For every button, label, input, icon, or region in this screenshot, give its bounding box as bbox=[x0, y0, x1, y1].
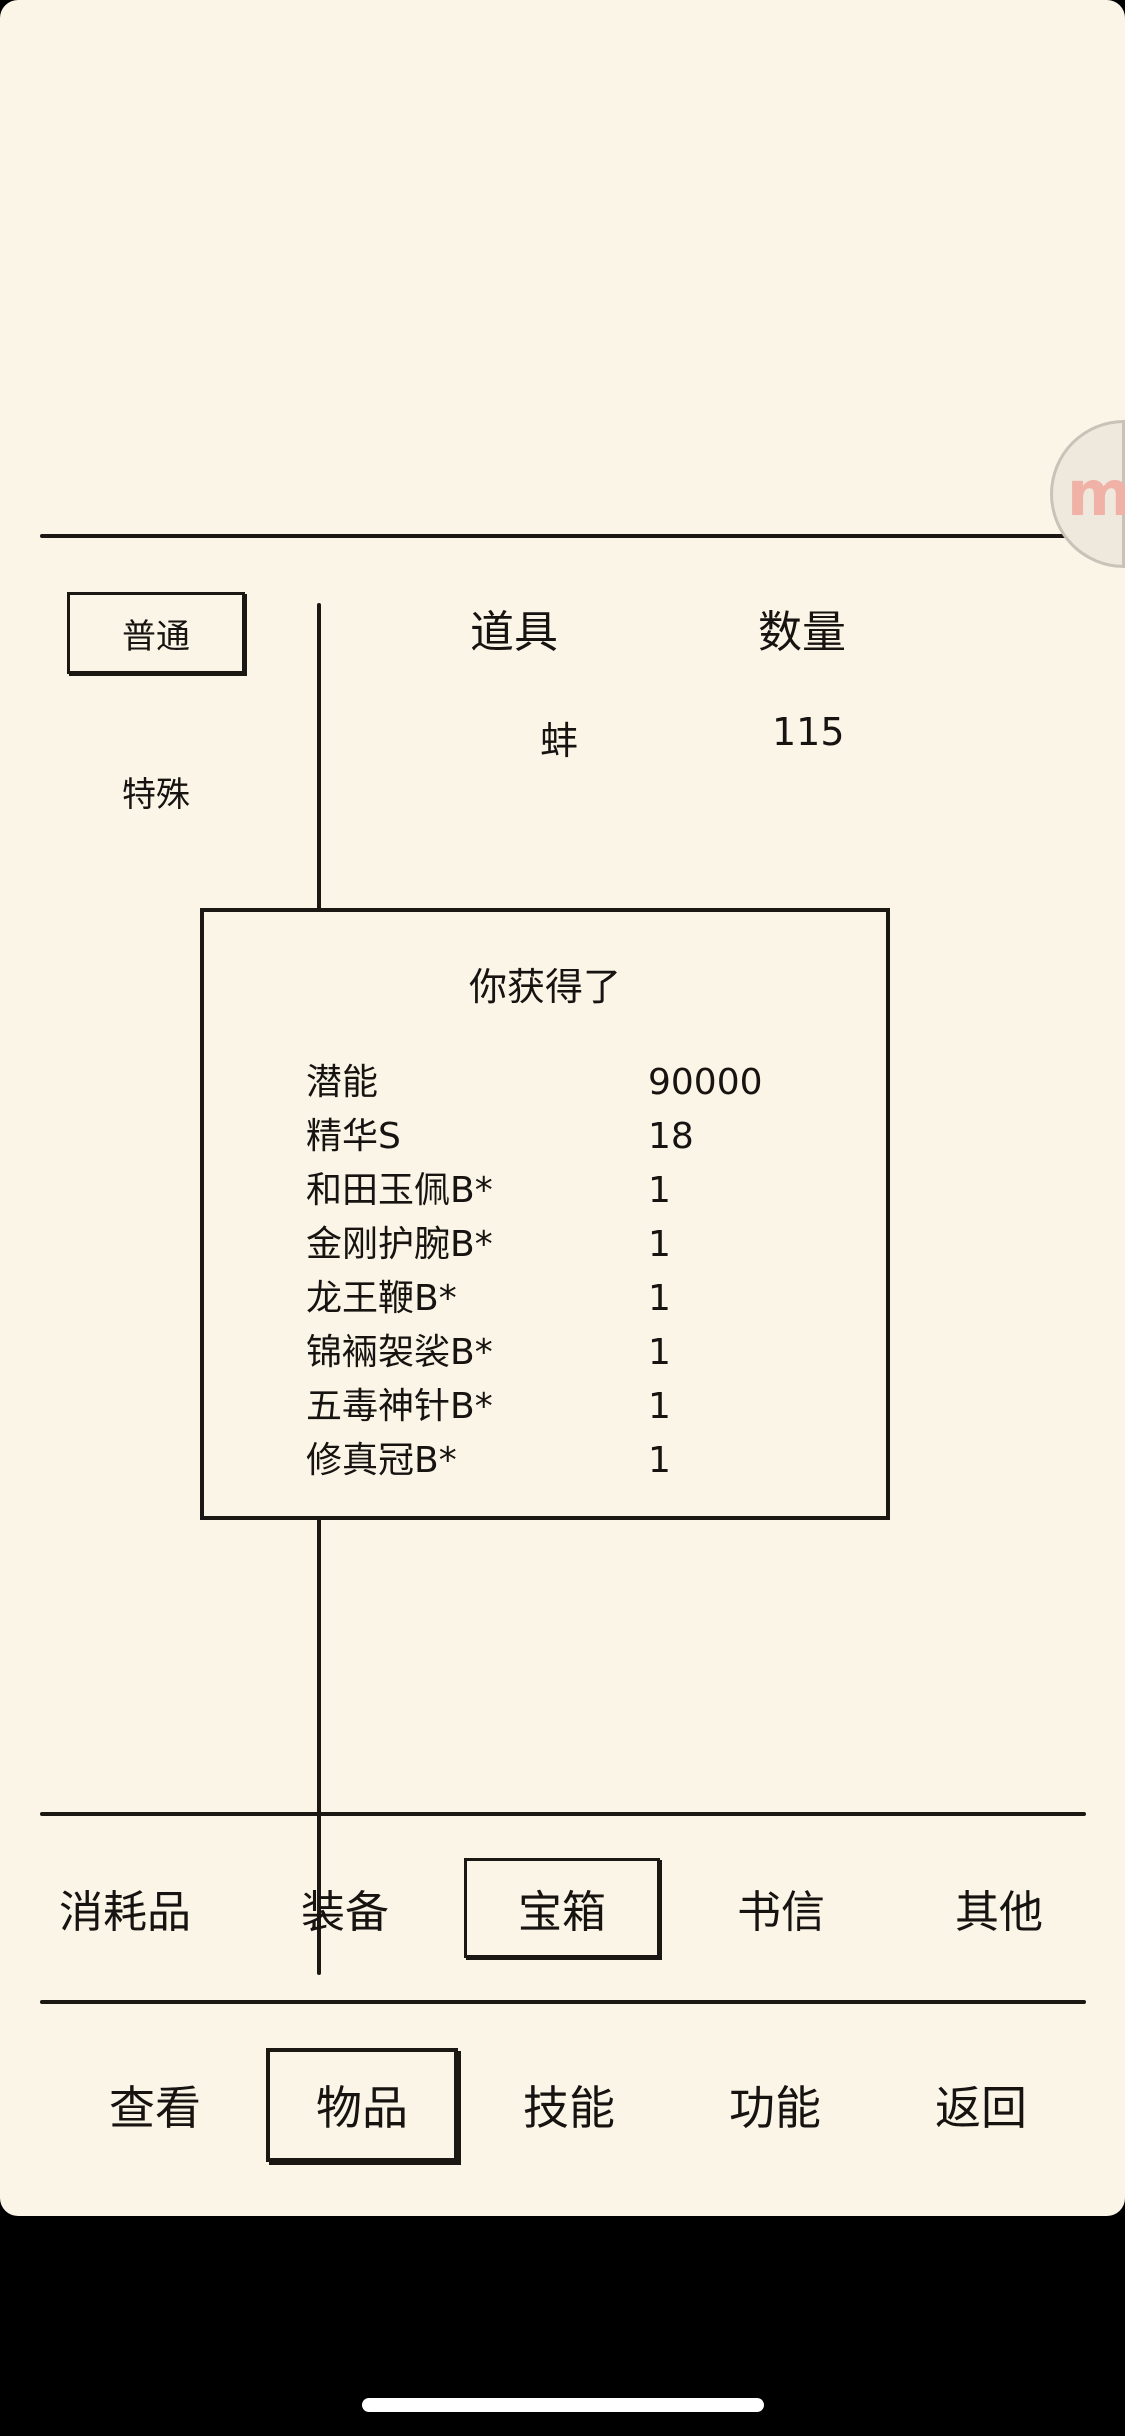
reward-name: 金刚护腕B* bbox=[306, 1224, 493, 1265]
reward-row: 龙王鞭B* 1 bbox=[306, 1272, 826, 1326]
category-divider-bottom bbox=[40, 2000, 1086, 2004]
floating-assistant-button[interactable]: m bbox=[1050, 420, 1125, 568]
reward-row: 修真冠B* 1 bbox=[306, 1434, 826, 1488]
nav-tab-back[interactable]: 返回 bbox=[886, 2048, 1076, 2162]
item-quantity: 115 bbox=[772, 710, 845, 754]
column-header-quantity: 数量 bbox=[758, 607, 846, 658]
nav-tab-label: 返回 bbox=[935, 2081, 1027, 2135]
top-divider bbox=[40, 534, 1080, 538]
nav-tab-functions[interactable]: 功能 bbox=[680, 2048, 870, 2162]
reward-name: 精华S bbox=[306, 1116, 401, 1157]
category-divider-top bbox=[40, 1812, 1086, 1816]
reward-row: 金刚护腕B* 1 bbox=[306, 1218, 826, 1272]
nav-tab-label: 物品 bbox=[316, 2081, 408, 2135]
category-tab-chests[interactable]: 宝箱 bbox=[464, 1858, 660, 1958]
reward-qty: 1 bbox=[648, 1224, 671, 1265]
reward-row: 潜能 90000 bbox=[306, 1056, 826, 1110]
nav-tab-items[interactable]: 物品 bbox=[266, 2048, 458, 2162]
category-tab-label: 装备 bbox=[301, 1887, 389, 1938]
category-tab-other[interactable]: 其他 bbox=[904, 1858, 1094, 1958]
m-logo-icon: m bbox=[1067, 457, 1125, 530]
reward-name: 修真冠B* bbox=[306, 1440, 457, 1481]
reward-qty: 1 bbox=[648, 1278, 671, 1319]
sub-tab-special[interactable]: 特殊 bbox=[67, 750, 245, 832]
category-tab-consumables[interactable]: 消耗品 bbox=[30, 1858, 220, 1958]
reward-name: 和田玉佩B* bbox=[306, 1170, 493, 1211]
sub-tab-normal-label: 普通 bbox=[122, 616, 190, 657]
reward-name: 锦裲袈裟B* bbox=[306, 1332, 493, 1373]
reward-name: 五毒神针B* bbox=[306, 1386, 493, 1427]
reward-qty: 90000 bbox=[648, 1062, 763, 1103]
sub-tab-special-label: 特殊 bbox=[122, 774, 190, 815]
reward-qty: 1 bbox=[648, 1440, 671, 1481]
reward-row: 精华S 18 bbox=[306, 1110, 826, 1164]
category-tab-equipment[interactable]: 装备 bbox=[250, 1858, 440, 1958]
category-tab-letters[interactable]: 书信 bbox=[686, 1858, 876, 1958]
nav-tab-skills[interactable]: 技能 bbox=[474, 2048, 664, 2162]
reward-qty: 1 bbox=[648, 1170, 671, 1211]
paper-background: 普通 特殊 道具 数量 蚌 115 你获得了 潜能 90000 精华S 18 和… bbox=[0, 218, 1125, 2216]
nav-tab-label: 技能 bbox=[523, 2081, 615, 2135]
nav-tab-label: 查看 bbox=[109, 2081, 201, 2135]
reward-name: 潜能 bbox=[306, 1062, 379, 1103]
reward-row: 和田玉佩B* 1 bbox=[306, 1164, 826, 1218]
nav-tab-label: 功能 bbox=[729, 2081, 821, 2135]
column-header-item: 道具 bbox=[470, 607, 558, 658]
category-tab-label: 其他 bbox=[955, 1887, 1043, 1938]
reward-name: 龙王鞭B* bbox=[306, 1278, 457, 1319]
reward-qty: 1 bbox=[648, 1386, 671, 1427]
reward-qty: 18 bbox=[648, 1116, 694, 1157]
home-indicator[interactable] bbox=[362, 2398, 764, 2412]
reward-row: 五毒神针B* 1 bbox=[306, 1380, 826, 1434]
reward-qty: 1 bbox=[648, 1332, 671, 1373]
dialog-title: 你获得了 bbox=[468, 965, 621, 1009]
nav-tab-view[interactable]: 查看 bbox=[60, 2048, 250, 2162]
item-name: 蚌 bbox=[540, 719, 579, 763]
sub-tab-normal[interactable]: 普通 bbox=[67, 592, 245, 674]
reward-row: 锦裲袈裟B* 1 bbox=[306, 1326, 826, 1380]
category-tab-label: 宝箱 bbox=[518, 1887, 606, 1938]
category-tab-label: 消耗品 bbox=[59, 1887, 191, 1938]
reward-dialog[interactable]: 你获得了 潜能 90000 精华S 18 和田玉佩B* 1 金刚护腕B* 1 龙… bbox=[200, 908, 890, 1520]
category-tab-label: 书信 bbox=[737, 1887, 825, 1938]
